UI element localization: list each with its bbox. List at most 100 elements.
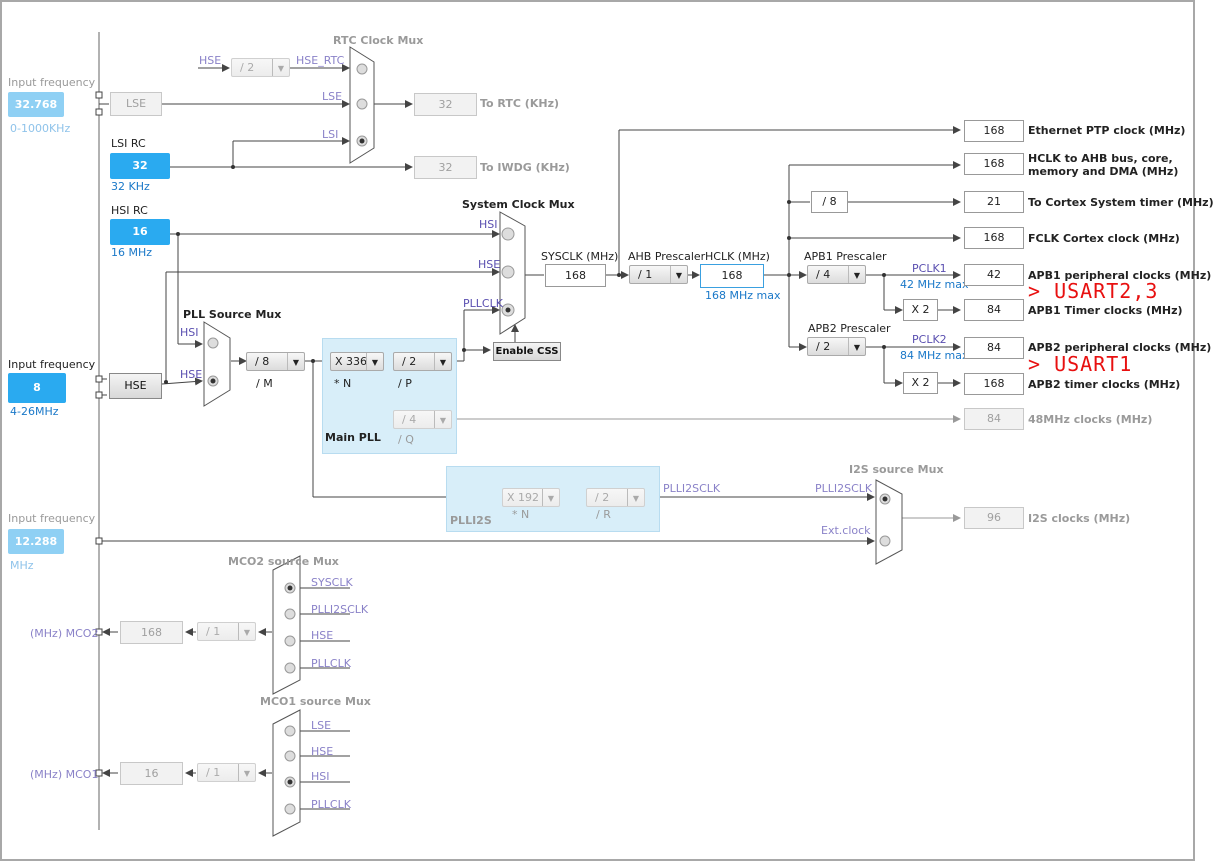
i2s-source-mux (875, 479, 903, 565)
lse-range: 0-1000KHz (10, 122, 71, 135)
hclk-ahb-label-2: memory and DMA (MHz) (1028, 165, 1179, 178)
i2s-source-mux-title: I2S source Mux (849, 463, 944, 476)
apb1-prescaler-select[interactable]: / 4▼ (807, 265, 866, 284)
pclk1-label: PCLK1 (912, 262, 947, 275)
i2s-clock-value: 96 (964, 507, 1024, 529)
main-pll-label: Main PLL (325, 431, 381, 444)
fclk-value: 168 (964, 227, 1024, 249)
apb2-peripheral-value: 84 (964, 337, 1024, 359)
usb-48mhz-value: 84 (964, 408, 1024, 430)
lsi-frequency-input[interactable]: 32 (110, 153, 170, 179)
apb2-timer-value: 168 (964, 373, 1024, 395)
pll-q-label: / Q (398, 433, 414, 446)
apb1-prescaler-label: APB1 Prescaler (804, 250, 887, 263)
chevron-down-icon: ▼ (670, 266, 687, 283)
mco2-output-label: (MHz) MCO2 (30, 627, 99, 640)
plli2s-n-select[interactable]: X 192▼ (502, 488, 560, 507)
pll-p-label: / P (398, 377, 412, 390)
mco2-value: 168 (120, 621, 183, 644)
hclk-label: HCLK (MHz) (705, 250, 770, 263)
cortex-timer-value: 21 (964, 191, 1024, 213)
lse-input-title: Input frequency (8, 76, 96, 89)
rtc-divider-select[interactable]: / 2▼ (231, 58, 290, 77)
rtc-mux-title: RTC Clock Mux (333, 34, 424, 47)
system-clock-mux-title: System Clock Mux (462, 198, 575, 211)
chevron-down-icon: ▼ (238, 764, 255, 781)
pll-p-select[interactable]: / 2▼ (393, 352, 452, 371)
mco2-input-plli2sclk: PLLI2SCLK (311, 603, 369, 616)
rtc-output-label: To RTC (KHz) (480, 97, 559, 110)
plli2s-r-label: / R (596, 508, 611, 521)
fclk-label: FCLK Cortex clock (MHz) (1028, 232, 1180, 245)
pll-m-label: / M (256, 377, 273, 390)
chevron-down-icon: ▼ (848, 266, 865, 283)
pll-src-hse-label: HSE (180, 368, 203, 381)
mco2-input-sysclk: SYSCLK (311, 576, 353, 589)
apb2-peripheral-label: APB2 peripheral clocks (MHz) (1028, 341, 1212, 354)
ext-input-title: Input frequency (8, 512, 96, 525)
rtc-output-value: 32 (414, 93, 477, 116)
apb1-timer-value: 84 (964, 299, 1024, 321)
sysclk-value: 168 (545, 264, 606, 287)
mco1-mux (272, 709, 301, 837)
hclk-max: 168 MHz max (705, 289, 781, 302)
pll-q-select[interactable]: / 4▼ (393, 410, 452, 429)
ethernet-ptp-label: Ethernet PTP clock (MHz) (1028, 124, 1186, 137)
pll-m-select[interactable]: / 8▼ (246, 352, 305, 371)
cortex-timer-label: To Cortex System timer (MHz) (1028, 196, 1214, 209)
ahb-prescaler-label: AHB Prescaler (628, 250, 706, 263)
chevron-down-icon: ▼ (848, 338, 865, 355)
enable-css-button[interactable]: Enable CSS (493, 342, 561, 361)
lsi-title: LSI RC (111, 137, 146, 150)
hse-rtc-label: HSE_RTC (296, 54, 345, 67)
hclk-input[interactable]: 168 (700, 264, 764, 288)
apb2-prescaler-select[interactable]: / 2▼ (807, 337, 866, 356)
hsi-unit: 16 MHz (111, 246, 153, 259)
pll-source-mux-title: PLL Source Mux (183, 308, 282, 321)
pclk2-max: 84 MHz max (900, 349, 969, 362)
pll-src-hsi-label: HSI (180, 326, 199, 339)
hse-frequency-input[interactable]: 8 (8, 373, 66, 403)
chevron-down-icon: ▼ (287, 353, 304, 370)
hse-button[interactable]: HSE (109, 373, 162, 399)
mco1-input-lse: LSE (311, 719, 332, 732)
apb1-timer-multiplier: X 2 (903, 299, 938, 321)
sys-pllclk-label: PLLCLK (463, 297, 503, 310)
chevron-down-icon: ▼ (542, 489, 559, 506)
hse-input-title: Input frequency (8, 358, 96, 371)
mco1-output-label: (MHz) MCO1 (30, 768, 99, 781)
cortex-timer-divider: / 8 (811, 191, 848, 213)
apb1-timer-label: APB1 Timer clocks (MHz) (1028, 304, 1183, 317)
usart1-annotation: > USART1 (1028, 352, 1133, 376)
plli2s-n-label: * N (512, 508, 530, 521)
plli2s-r-select[interactable]: / 2▼ (586, 488, 645, 507)
mco2-input-pllclk: PLLCLK (311, 657, 351, 670)
pll-n-select[interactable]: X 336▼ (330, 352, 384, 371)
lse-button[interactable]: LSE (110, 92, 162, 116)
mco2-mux (272, 555, 301, 695)
apb2-timer-label: APB2 timer clocks (MHz) (1028, 378, 1181, 391)
hclk-ahb-label: HCLK to AHB bus, core, (1028, 152, 1173, 165)
chevron-down-icon: ▼ (434, 411, 451, 428)
usart23-annotation: > USART2,3 (1028, 279, 1159, 303)
pll-source-mux (203, 321, 231, 407)
hsi-frequency-input[interactable]: 16 (110, 219, 170, 245)
mco1-divider-select[interactable]: / 1▼ (197, 763, 256, 782)
mco2-divider-select[interactable]: / 1▼ (197, 622, 256, 641)
apb1-peripheral-label: APB1 peripheral clocks (MHz) (1028, 269, 1212, 282)
apb1-peripheral-value: 42 (964, 264, 1024, 286)
mco1-input-pllclk: PLLCLK (311, 798, 351, 811)
sys-hse-label: HSE (478, 258, 501, 271)
rtc-lse-label: LSE (322, 90, 343, 103)
iwdg-output-label: To IWDG (KHz) (480, 161, 570, 174)
mco1-input-hsi: HSI (311, 770, 330, 783)
chevron-down-icon: ▼ (627, 489, 644, 506)
mco2-mux-title: MCO2 source Mux (228, 555, 339, 568)
lse-frequency-input[interactable]: 32.768 (8, 92, 64, 117)
ext-frequency-input[interactable]: 12.288 (8, 529, 64, 554)
plli2s-title: PLLI2S (450, 514, 492, 527)
ahb-prescaler-select[interactable]: / 1▼ (629, 265, 688, 284)
i2s-clock-label: I2S clocks (MHz) (1028, 512, 1131, 525)
